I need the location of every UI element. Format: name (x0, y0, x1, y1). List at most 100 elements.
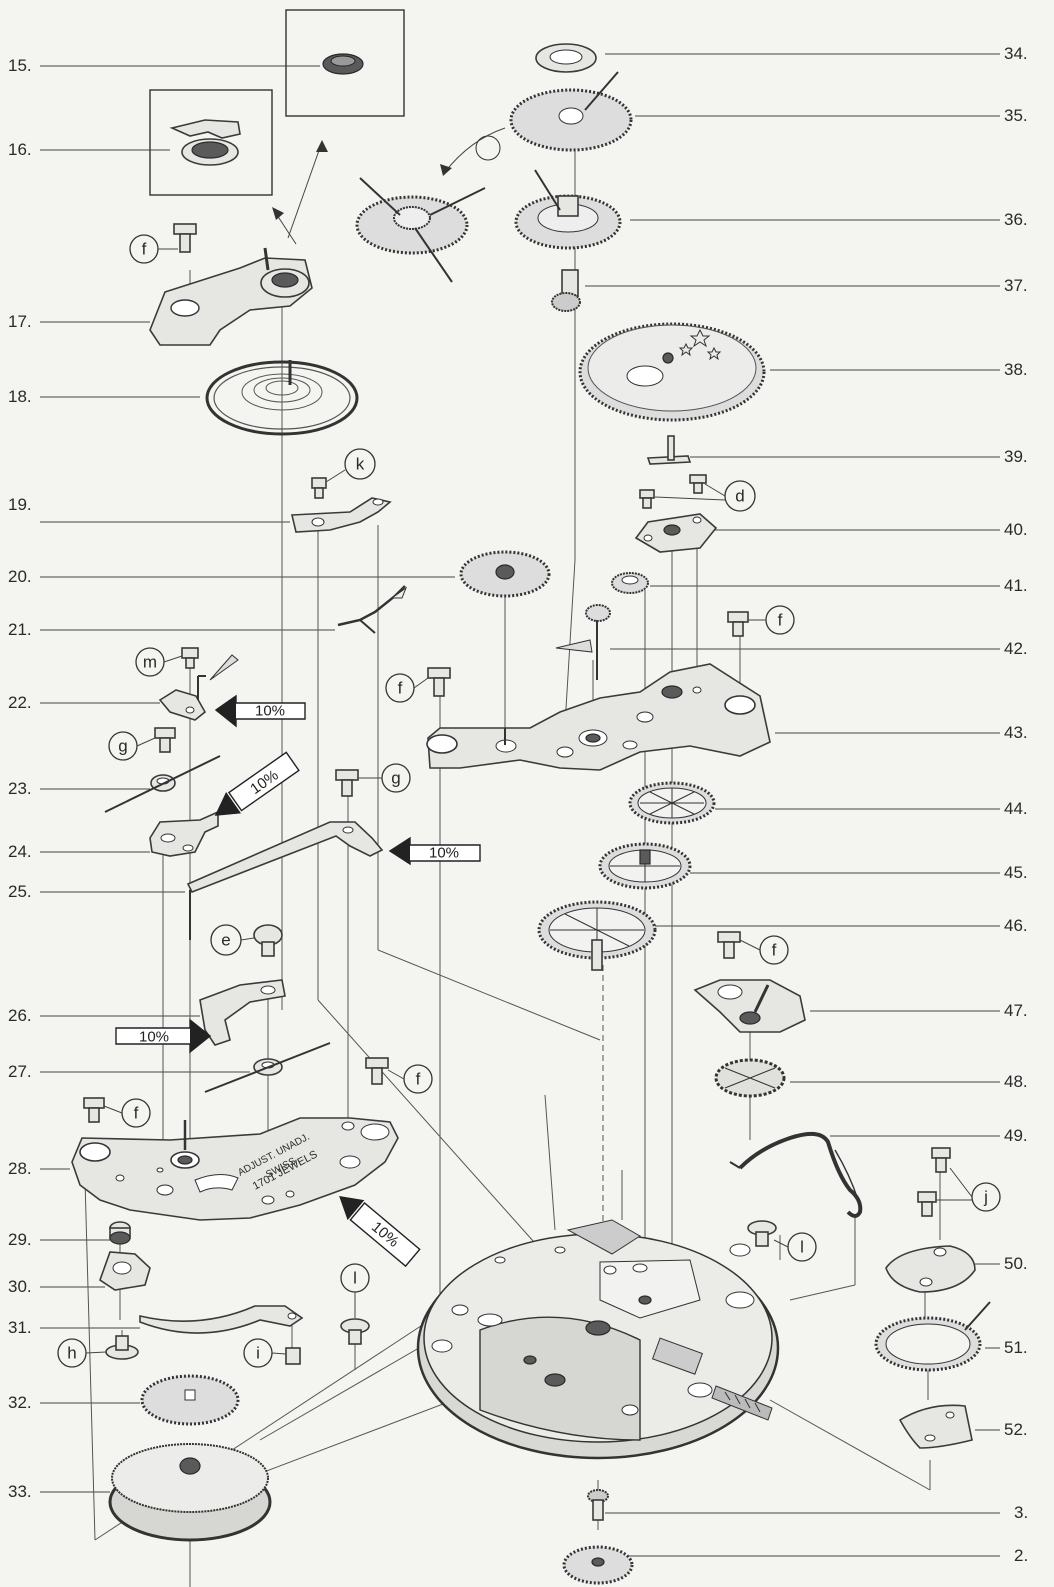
label-32: 32. (8, 1393, 32, 1412)
wheel-36 (514, 169, 622, 250)
part-22 (158, 654, 239, 721)
label-50: 50. (1004, 1254, 1028, 1273)
washer-34 (535, 43, 597, 73)
label-31: 31. (8, 1318, 32, 1337)
label-41: 41. (1004, 576, 1028, 595)
arrow-head-15 (316, 140, 328, 152)
screw-k (311, 477, 327, 499)
ring-51 (874, 1301, 991, 1372)
part-52 (898, 1404, 973, 1449)
part-50 (885, 1245, 976, 1293)
label-49: 49. (1004, 1126, 1028, 1145)
label-38: 38. (1004, 360, 1028, 379)
label-26: 26. (8, 1006, 32, 1025)
callout-d: d (735, 487, 744, 506)
screw-h (105, 1335, 139, 1360)
winding-stem (711, 1385, 773, 1421)
part-39 (646, 435, 692, 465)
label-24: 24. (8, 842, 32, 861)
label-46: 46. (1004, 916, 1028, 935)
label-42: 42. (1004, 639, 1028, 658)
wheel-35 (509, 71, 633, 152)
label-17: 17. (8, 312, 32, 331)
callout-k: k (356, 455, 365, 474)
callout-e: e (221, 931, 230, 950)
screw-e (253, 924, 283, 957)
label-51: 51. (1004, 1338, 1028, 1357)
wheel-detail-36 (355, 127, 506, 283)
pinion-37 (551, 269, 581, 312)
pinion-41 (611, 572, 649, 594)
label-22: 22. (8, 693, 32, 712)
label-16: 16. (8, 140, 32, 159)
callout-f-43: f (398, 679, 403, 698)
callout-g-25: g (391, 769, 400, 788)
left-labels: 15. 16. 17. 18. 19. 20. 21. 22. 23. 24. … (8, 56, 32, 1501)
label-48: 48. (1004, 1072, 1028, 1091)
label-18: 18. (8, 387, 32, 406)
wheel-20 (459, 550, 551, 598)
screw-f-43b (727, 611, 749, 637)
callouts: f k d f m f g g e f f f (57, 234, 1001, 1368)
screw-f-17 (173, 223, 197, 253)
callout-l-left: l (353, 1269, 357, 1288)
pallet-bridge-19 (291, 497, 392, 533)
label-30: 30. (8, 1277, 32, 1296)
balance-wheel-18 (205, 360, 359, 436)
wheel-45 (598, 842, 692, 890)
inset-box-15 (285, 9, 405, 117)
percent-tag-24: 10% (388, 836, 481, 866)
screw-l-left (340, 1318, 370, 1345)
screw-f-43 (427, 667, 451, 697)
inset-box-16 (149, 89, 273, 196)
balance-cock-17 (149, 247, 313, 346)
label-19: 19. (8, 495, 32, 514)
screw-m (181, 647, 199, 669)
wheel-32 (140, 1374, 240, 1426)
escape-wheel-48 (714, 1058, 786, 1098)
percent-tag-28: 10% (339, 1196, 421, 1268)
pinion-3 (587, 1489, 609, 1521)
label-34: 34. (1004, 44, 1028, 63)
callout-f-28b: f (416, 1070, 421, 1089)
callout-f-43b: f (778, 611, 783, 630)
screw-f-28b (365, 1057, 389, 1085)
lever-25 (186, 821, 384, 940)
percent-tag-23: 10% (214, 751, 300, 816)
label-45: 45. (1004, 863, 1028, 882)
part-24 (149, 810, 219, 857)
percent-tag-26: 10% (115, 1018, 212, 1054)
callout-g-23: g (118, 737, 127, 756)
bridge-plate-28 (71, 1117, 399, 1221)
label-3: 3. (1014, 1503, 1028, 1522)
callout-f-47: f (772, 941, 777, 960)
label-29: 29. (8, 1230, 32, 1249)
percent-tag-24-text: 10% (429, 845, 459, 862)
label-20: 20. (8, 567, 32, 586)
label-2: 2. (1014, 1546, 1028, 1565)
label-44: 44. (1004, 799, 1028, 818)
callout-l-plate: l (800, 1238, 804, 1257)
callout-i: i (256, 1344, 260, 1363)
label-25: 25. (8, 882, 32, 901)
label-28: 28. (8, 1159, 32, 1178)
disc-38 (578, 322, 766, 422)
screw-f-47 (717, 931, 741, 959)
leader-lines (40, 53, 1000, 1557)
callout-m: m (143, 653, 157, 672)
wheel-2 (562, 1545, 634, 1585)
label-43: 43. (1004, 723, 1028, 742)
barrel-33 (108, 1443, 272, 1542)
screw-i (285, 1347, 301, 1365)
arrow-head-16 (272, 207, 284, 220)
percent-tag-22-text: 10% (255, 703, 285, 720)
label-36: 36. (1004, 210, 1028, 229)
part-27 (204, 1042, 331, 1093)
screws-j (917, 1147, 951, 1217)
screw-g-23 (154, 727, 176, 753)
main-plate (416, 1219, 780, 1460)
pallet-fork-21 (337, 585, 408, 634)
train-bridge-43 (426, 663, 771, 771)
spring-49 (729, 1131, 863, 1218)
